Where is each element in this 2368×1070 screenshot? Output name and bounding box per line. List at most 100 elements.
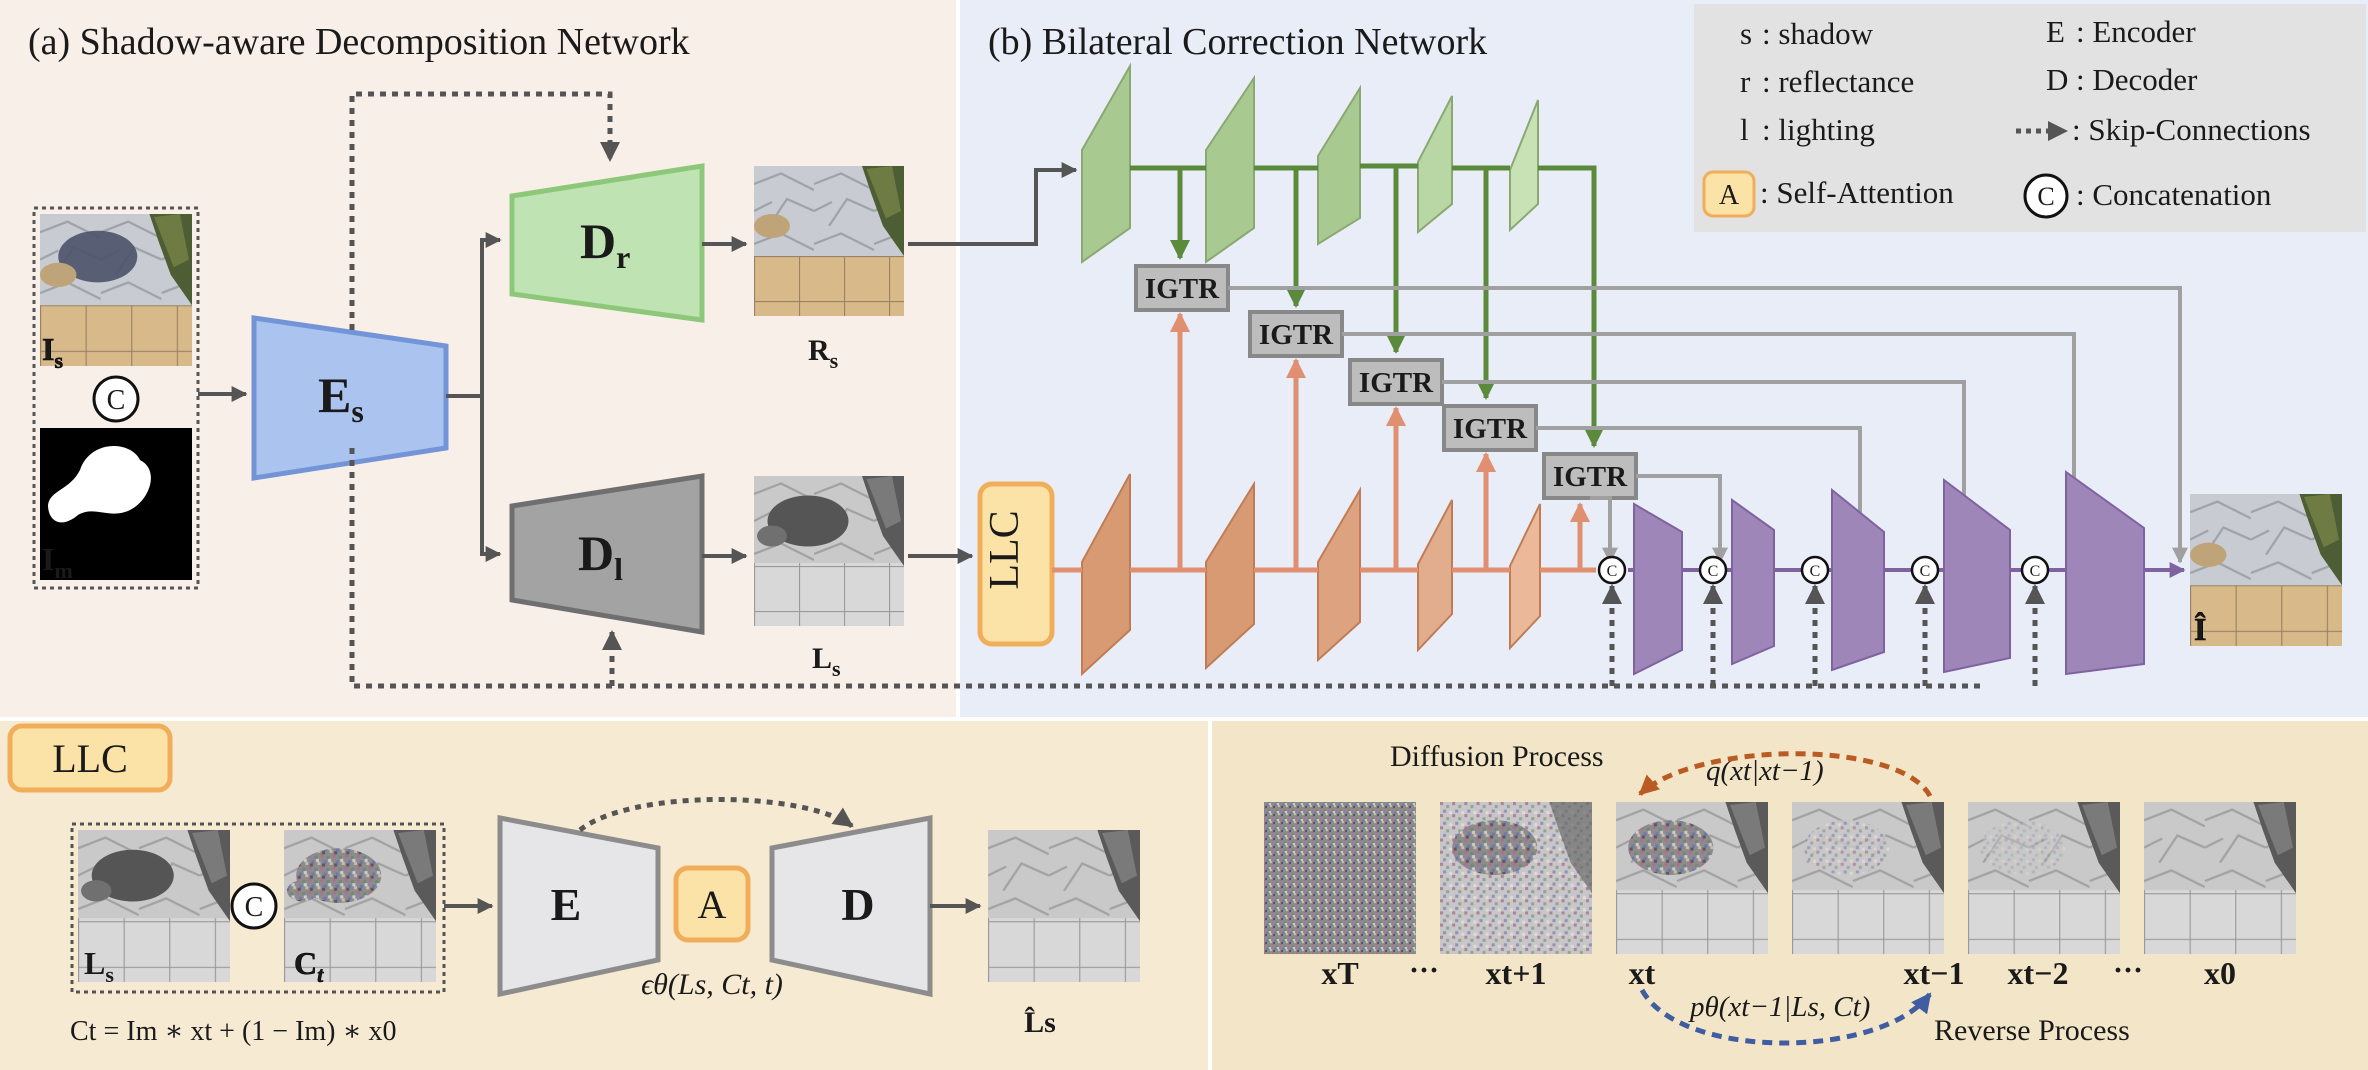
diffusion-step-xt-minus-2 (1968, 802, 2120, 954)
legend: s : shadow r : reflectance l : lighting … (1694, 4, 2366, 232)
llc-eps-label: ϵθ(Ls, Ct, t) (641, 968, 783, 1001)
llc-output-image (988, 830, 1140, 982)
diffusion-step-xt-plus-1 (1440, 802, 1592, 954)
llc-encoder (497, 814, 661, 998)
svg-text:C: C (1920, 563, 1931, 580)
panel-b-title: (b) Bilateral Correction Network (988, 21, 1487, 63)
step-label: xt−1 (1904, 955, 1965, 991)
step-label: ··· (1409, 954, 1439, 987)
panel-a-title: (a) Shadow-aware Decomposition Network (28, 21, 690, 63)
reverse-p-expr: pθ(xt−1|Ls, Ct) (1688, 991, 1870, 1023)
input-concat-symbol: C (107, 385, 126, 416)
lighting-decoder-dl (509, 473, 705, 635)
reverse-process-label: Reverse Process (1934, 1014, 2130, 1047)
diffusion-step-xt (1616, 802, 1768, 954)
igtr-block-2: IGTR (1248, 310, 1344, 358)
svg-text:IGTR: IGTR (1553, 461, 1628, 493)
output-image (2190, 494, 2342, 646)
shadow-encoder-es (251, 315, 449, 481)
svg-text:C: C (2030, 563, 2041, 580)
diffusion-arrow (1638, 751, 1933, 798)
svg-text:IGTR: IGTR (1359, 367, 1434, 399)
llc-output-label: L̂s (1024, 1006, 1056, 1039)
diffusion-q-expr: q(xt|xt−1) (1706, 755, 1824, 787)
dr-label: Dr (580, 213, 630, 275)
llc-concat-icon (230, 882, 278, 930)
svg-text:IGTR: IGTR (1259, 319, 1334, 351)
legend-d-desc: : Decoder (2076, 62, 2198, 97)
legend-l-key: l (1740, 112, 1749, 147)
legend-r-desc: : reflectance (1762, 64, 1914, 99)
svg-text:C: C (1708, 563, 1719, 580)
lighting-image-ls (754, 476, 904, 626)
input-is-label: Is (42, 331, 63, 373)
llc-block-label: LLC (982, 510, 1028, 589)
igtr-block-3: IGTR (1348, 358, 1444, 406)
reverse-arrow (1639, 988, 1932, 1046)
rs-label: Rs (808, 334, 839, 373)
svg-text:C: C (1607, 563, 1618, 580)
step-label: xt (1629, 955, 1656, 991)
step-label: xt−2 (2008, 955, 2069, 991)
step-label: xT (1321, 955, 1358, 991)
diffusion-step-xt-minus-1 (1792, 802, 1944, 954)
llc-input-ct-image (284, 830, 436, 982)
input-concat-icon (92, 375, 140, 423)
legend-c-desc: : Concatenation (2076, 177, 2272, 212)
igtr-block-1: IGTR (1134, 264, 1230, 312)
skip-es-to-dr (349, 91, 620, 330)
reflectance-image-rs (754, 166, 904, 316)
step-label: ··· (2113, 954, 2143, 987)
llc-panel-tag (7, 723, 173, 793)
igtr-block-5: IGTR (1542, 452, 1638, 500)
diffusion-step-xT (1264, 802, 1416, 954)
llc-ls-label: Ls (84, 945, 114, 987)
llc-block (977, 481, 1055, 647)
diffusion-step-labels: xT ··· xt+1 xt xt−1 xt−2 ··· x0 (1321, 954, 2236, 991)
legend-attention-icon (1702, 170, 1756, 218)
llc-attention-label: A (698, 882, 727, 927)
green-encoder (1081, 62, 1539, 264)
output-label: Î (2194, 611, 2206, 647)
llc-formula: Ct = Im ∗ xt + (1 − Im) ∗ x0 (70, 1016, 397, 1047)
purple-decoder (1633, 470, 2145, 676)
legend-r-key: r (1740, 64, 1751, 99)
llc-panel-tag-label: LLC (52, 736, 128, 781)
svg-text:IGTR: IGTR (1145, 273, 1220, 305)
diffusion-step-x0 (2144, 802, 2296, 954)
llc-attention-block (673, 865, 751, 943)
legend-concat-icon (2023, 173, 2069, 219)
legend-d-key: D (2046, 62, 2068, 97)
input-im-label: Im (42, 541, 73, 583)
llc-decoder (769, 814, 933, 998)
legend-e-key: E (2046, 14, 2065, 49)
legend-a-key: A (1719, 180, 1740, 211)
input-shadow-image (40, 214, 192, 366)
diffusion-process-label: Diffusion Process (1390, 740, 1604, 773)
es-label: Es (318, 367, 364, 429)
ls-label: Ls (812, 642, 841, 681)
llc-skip-arrow (578, 797, 854, 832)
orange-encoder (1081, 473, 1541, 677)
decoder-concat-nodes: C C C C C (1597, 555, 2050, 585)
legend-a-desc: : Self-Attention (1760, 175, 1954, 210)
dl-label: Dl (578, 525, 623, 587)
legend-s-key: s (1740, 16, 1752, 51)
legend-s-desc: : shadow (1762, 16, 1874, 51)
input-frame (32, 206, 200, 590)
step-label: x0 (2204, 955, 2236, 991)
legend-skip-desc: : Skip-Connections (2072, 112, 2311, 147)
svg-text:C: C (245, 892, 264, 923)
legend-l-desc: : lighting (1762, 112, 1875, 147)
llc-decoder-label: D (841, 879, 874, 930)
svg-text:C: C (1810, 563, 1821, 580)
llc-ct-label: Ct (294, 945, 324, 987)
igtr-block-4: IGTR (1442, 404, 1538, 452)
legend-e-desc: : Encoder (2076, 14, 2196, 49)
llc-encoder-label: E (551, 879, 582, 930)
step-label: xt+1 (1486, 955, 1547, 991)
svg-text:IGTR: IGTR (1453, 413, 1528, 445)
legend-c-key: C (2037, 182, 2054, 211)
reflectance-decoder-dr (509, 163, 705, 323)
